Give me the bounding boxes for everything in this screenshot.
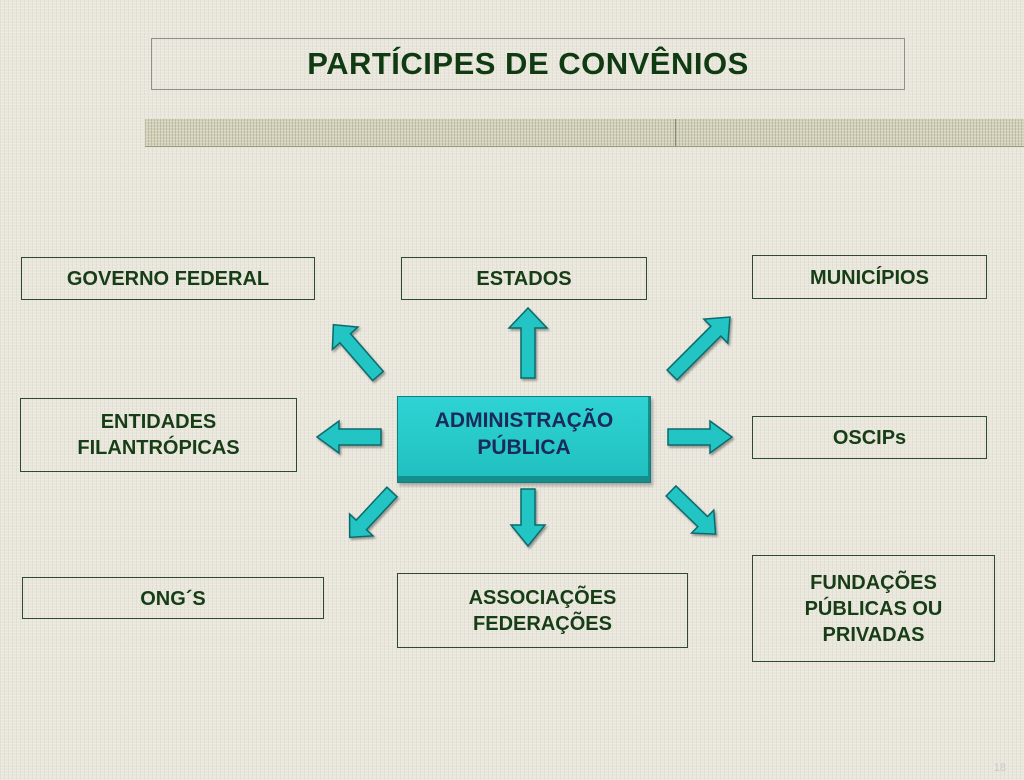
band-divider [675,119,676,146]
arrow-down-right-icon [665,484,717,535]
arrow-up-icon [507,306,549,379]
estados-label: ESTADOS [476,267,572,290]
arrow-right-icon [667,419,734,455]
box-oscips: OSCIPs [752,416,987,459]
municipios-label: MUNICÍPIOS [810,267,929,289]
arrow-down-icon [509,488,547,548]
entidades-filantropicas-label: ENTIDADES FILANTRÓPICAS [77,411,240,459]
box-associacoes-federacoes: ASSOCIAÇÕES FEDERAÇÕES [397,573,688,648]
center-label: ADMINISTRAÇÃO PÚBLICA [434,409,614,460]
governo-federal-label: GOVERNO FEDERAL [66,267,270,290]
arrow-up-right-icon [665,316,731,382]
oscips-label: OSCIPs [832,426,907,449]
box-municipios: MUNICÍPIOS [752,255,987,299]
title-box: PARTÍCIPES DE CONVÊNIOS [151,38,905,90]
box-entidades-filantropicas: ENTIDADES FILANTRÓPICAS [20,398,297,472]
fundacoes-label: FUNDAÇÕES PÚBLICAS OU PRIVADAS [804,571,943,646]
ongs-label: ONG´S [140,588,206,610]
box-estados: ESTADOS [401,257,647,300]
arrow-down-left-icon [348,486,399,539]
box-ongs: ONG´S [22,577,324,619]
associacoes-federacoes-label: ASSOCIAÇÕES FEDERAÇÕES [468,586,617,635]
box-fundacoes: FUNDAÇÕES PÚBLICAS OU PRIVADAS [752,555,995,662]
arrow-left-icon [315,419,382,455]
arrow-up-left-icon [331,323,385,382]
page-title: PARTÍCIPES DE CONVÊNIOS [307,46,749,81]
slide-number: 18 [993,762,1006,774]
decorative-band [145,119,1024,147]
center-box-administracao-publica: ADMINISTRAÇÃO PÚBLICA [397,396,651,483]
box-governo-federal: GOVERNO FEDERAL [21,257,315,300]
